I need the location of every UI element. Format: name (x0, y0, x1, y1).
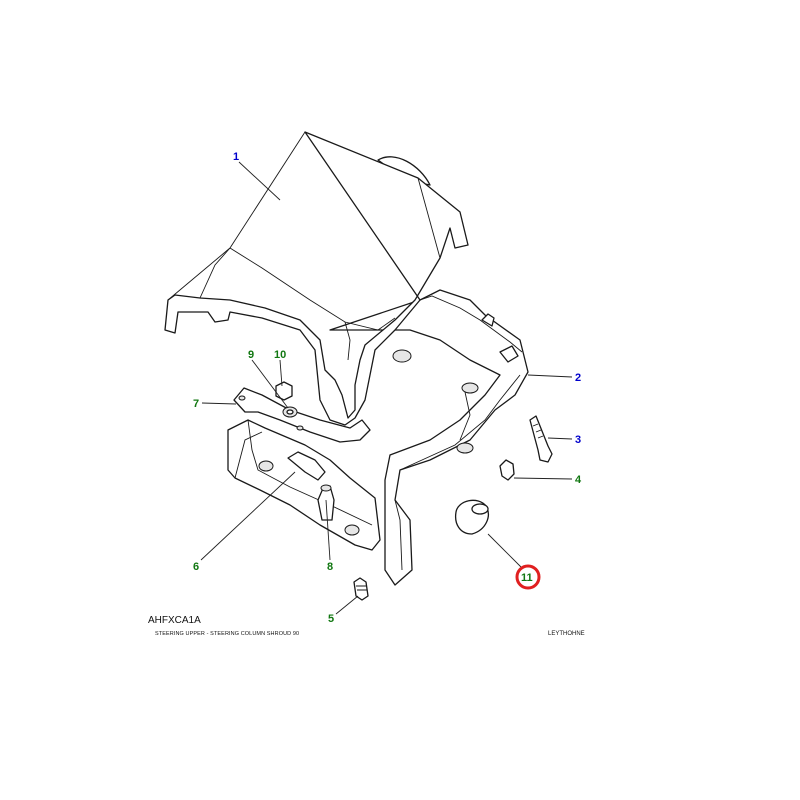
callout-6[interactable]: 6 (193, 561, 199, 573)
part-2-lower-bracket (329, 289, 529, 586)
callout-3[interactable]: 3 (575, 434, 581, 446)
callout-11[interactable]: 11 (521, 572, 533, 584)
leader-lines (200, 161, 573, 615)
highlight-ring-11 (515, 564, 541, 590)
callout-7[interactable]: 7 (193, 398, 199, 410)
callout-5[interactable]: 5 (328, 613, 334, 625)
callout-9[interactable]: 9 (248, 349, 254, 361)
brand-label: LEYTHOHNE (548, 631, 585, 637)
part-4-small-screw (499, 459, 515, 481)
part-9-10-nut-washer (275, 381, 298, 418)
diagram-reference-code: AHFXCA1A (148, 615, 201, 626)
part-5-screw (353, 577, 369, 601)
callout-4[interactable]: 4 (575, 474, 582, 486)
part-1-upper-shroud (164, 131, 469, 426)
callout-1[interactable]: 1 (233, 151, 239, 163)
part-3-long-screw (529, 415, 553, 463)
part-7-upper-clamp (233, 387, 371, 443)
callout-8[interactable]: 8 (327, 561, 333, 573)
callout-labels: 1 2 3 4 5 6 7 8 9 10 11 (193, 151, 582, 625)
part-11-clip (454, 499, 489, 535)
diagram-caption: STEERING UPPER - STEERING COLUMN SHROUD … (155, 631, 300, 637)
part-6-clamp-plate (227, 419, 381, 551)
callout-10[interactable]: 10 (274, 349, 286, 361)
callout-2[interactable]: 2 (575, 372, 581, 384)
